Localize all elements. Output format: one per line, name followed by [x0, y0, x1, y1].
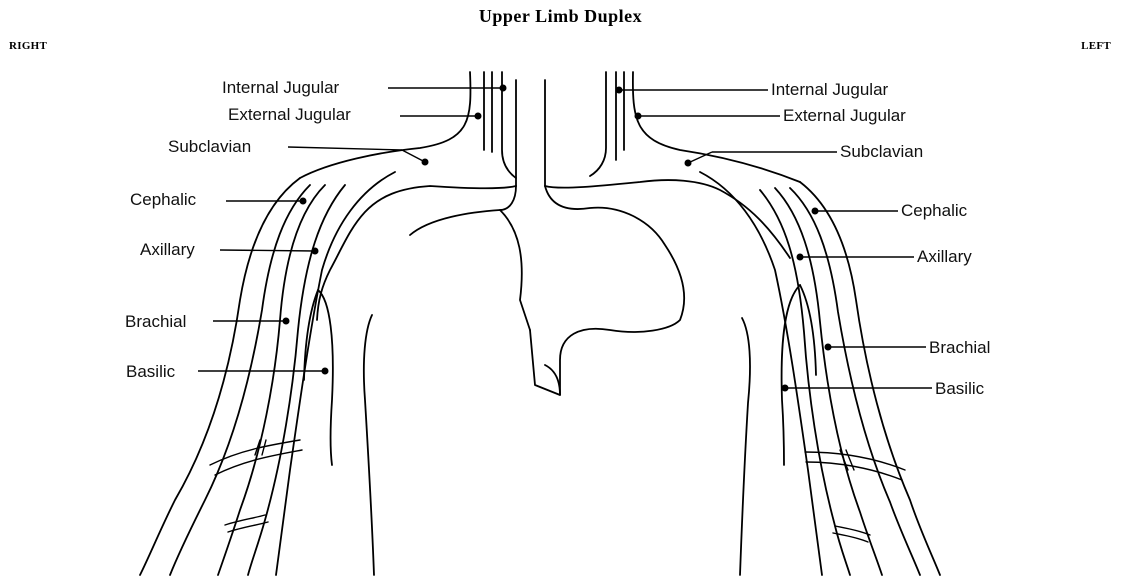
- svg-text:Subclavian: Subclavian: [168, 137, 251, 156]
- right-label-brachial: Brachial: [125, 312, 290, 331]
- svg-text:Cephalic: Cephalic: [130, 190, 197, 209]
- left-label-basilic: Basilic: [782, 379, 985, 398]
- right-arm-veins: [140, 172, 395, 575]
- left-label-external-jugular: External Jugular: [635, 106, 907, 125]
- svg-text:Subclavian: Subclavian: [840, 142, 923, 161]
- svg-text:Brachial: Brachial: [929, 338, 990, 357]
- svg-text:Brachial: Brachial: [125, 312, 186, 331]
- svg-text:Basilic: Basilic: [126, 362, 176, 381]
- heart-outline: [317, 80, 790, 395]
- svg-text:Cephalic: Cephalic: [901, 201, 968, 220]
- svg-text:Axillary: Axillary: [917, 247, 972, 266]
- left-label-internal-jugular: Internal Jugular: [616, 80, 889, 99]
- svg-text:External Jugular: External Jugular: [783, 106, 906, 125]
- svg-text:Internal Jugular: Internal Jugular: [771, 80, 889, 99]
- left-arm-veins: [700, 172, 940, 575]
- svg-text:Basilic: Basilic: [935, 379, 985, 398]
- left-label-axillary: Axillary: [797, 247, 973, 266]
- left-label-brachial: Brachial: [825, 338, 991, 357]
- svg-text:Internal Jugular: Internal Jugular: [222, 78, 340, 97]
- right-label-cephalic: Cephalic: [130, 190, 307, 209]
- svg-text:External Jugular: External Jugular: [228, 105, 351, 124]
- right-label-external-jugular: External Jugular: [228, 105, 482, 124]
- svg-text:Axillary: Axillary: [140, 240, 195, 259]
- right-label-internal-jugular: Internal Jugular: [222, 78, 507, 97]
- left-label-cephalic: Cephalic: [812, 201, 968, 220]
- left-label-subclavian: Subclavian: [685, 142, 924, 167]
